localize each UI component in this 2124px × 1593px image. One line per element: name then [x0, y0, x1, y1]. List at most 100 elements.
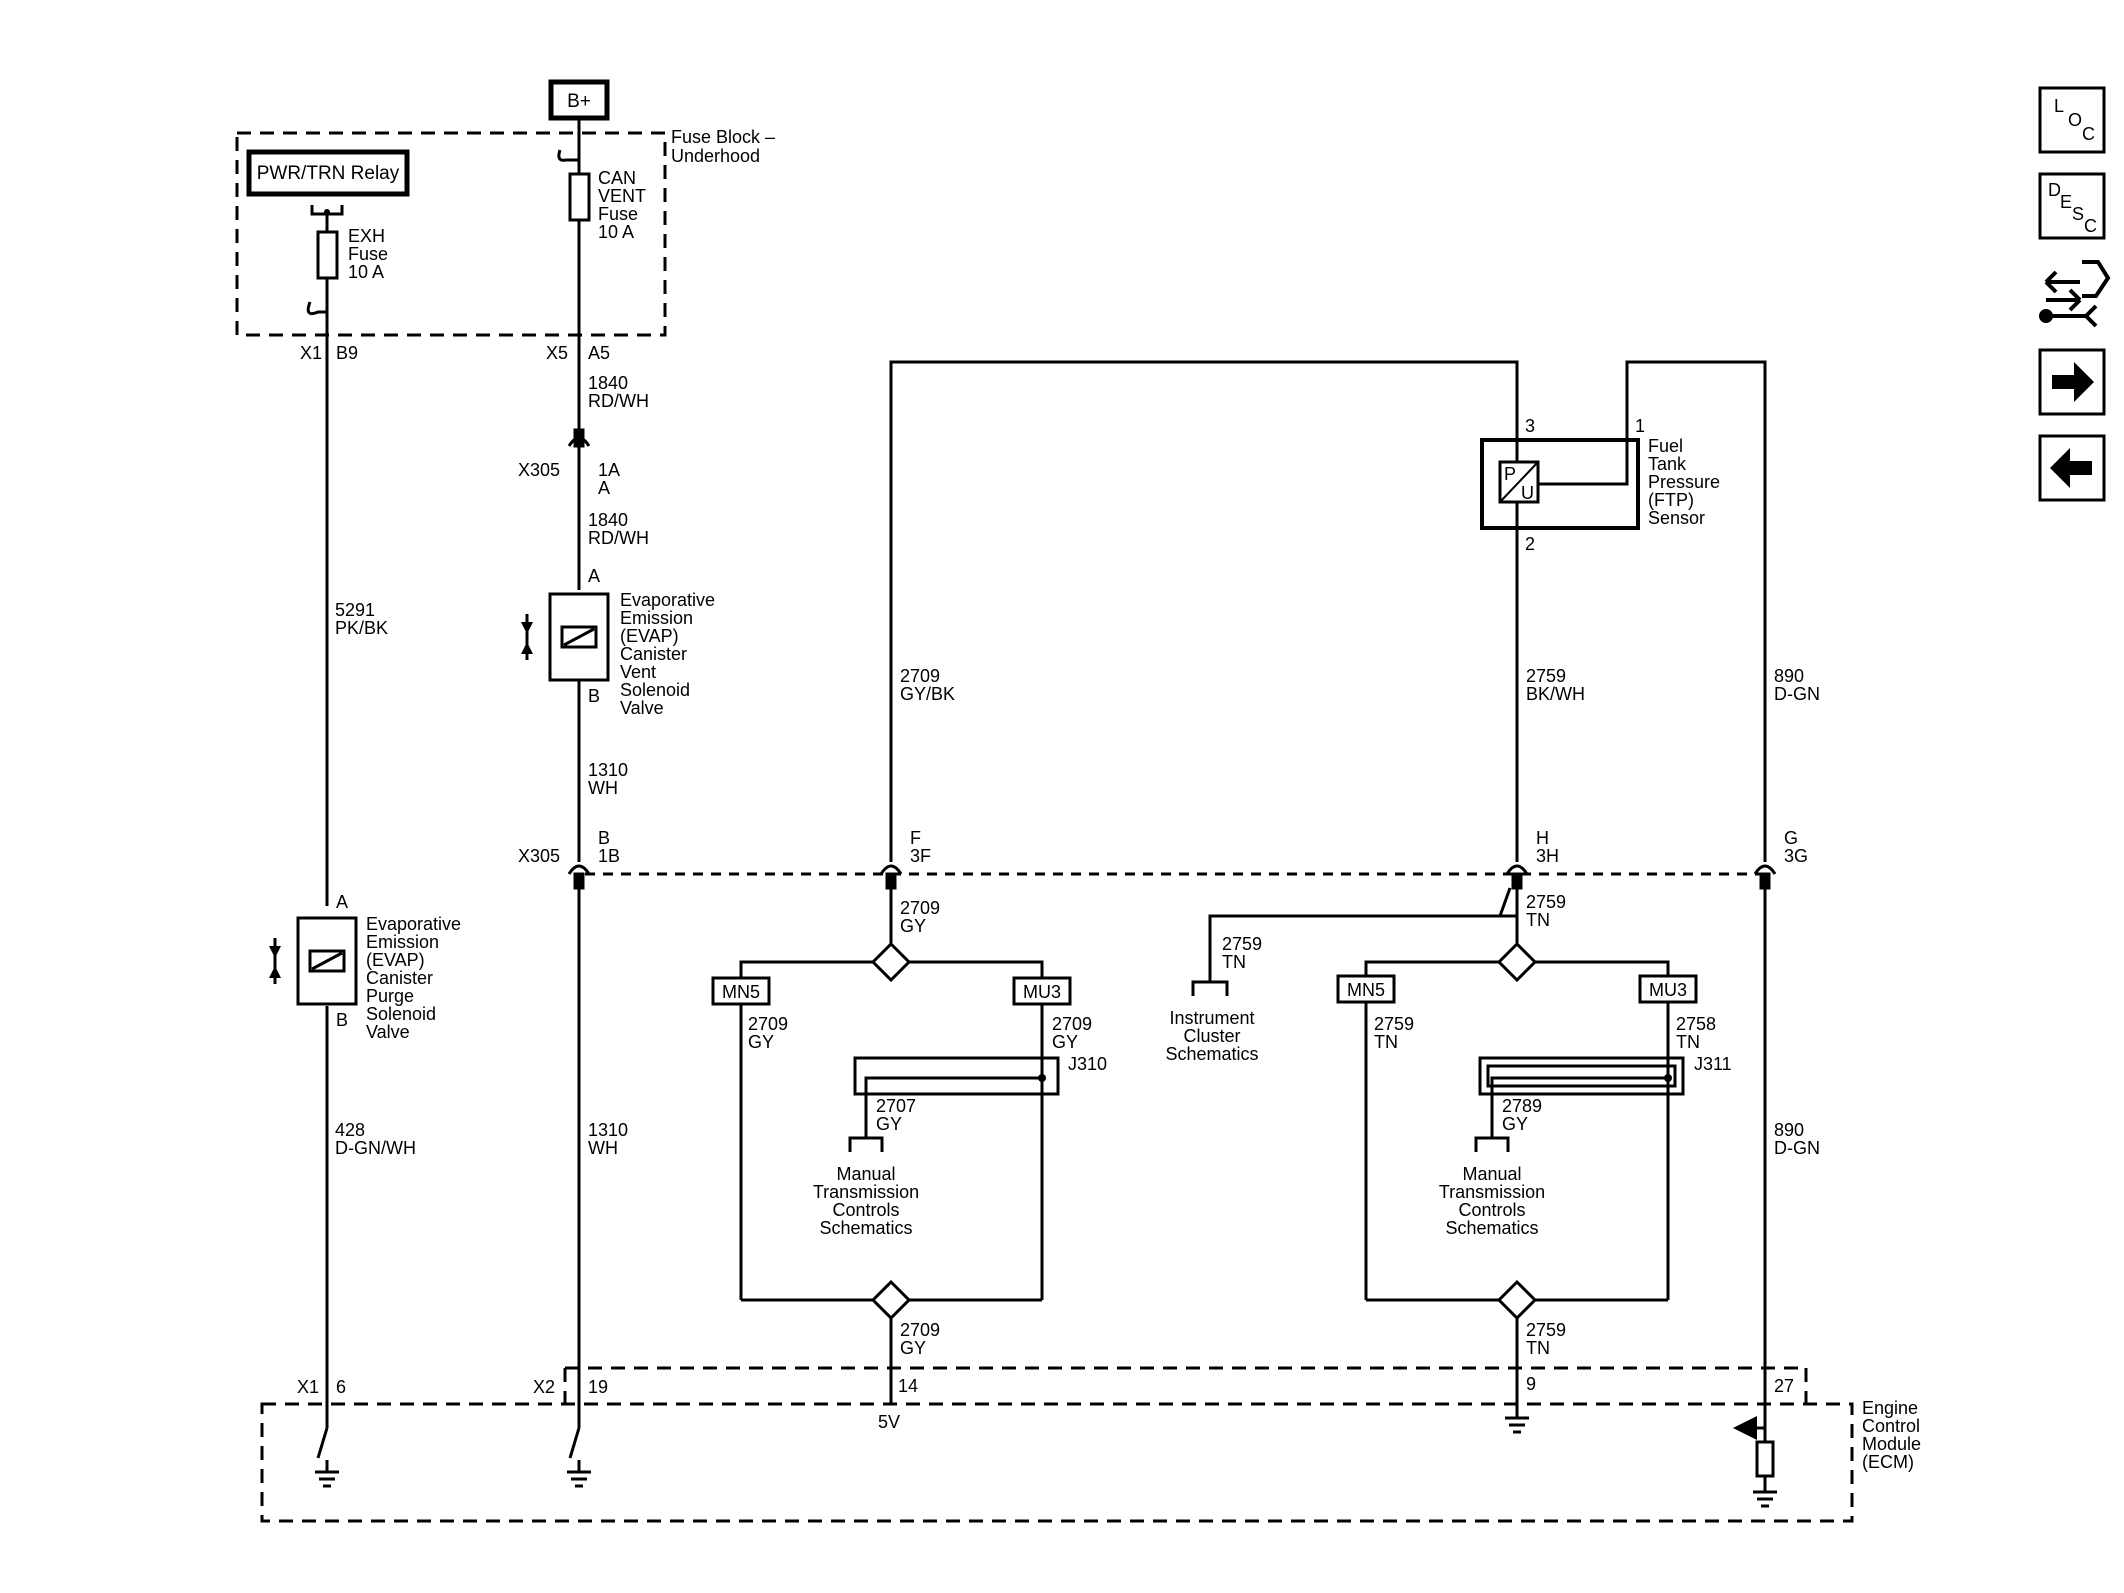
can-vent-fuse-label: CAN VENT Fuse 10 A	[598, 168, 646, 242]
svg-text:2707: 2707	[876, 1096, 916, 1116]
svg-text:Manual: Manual	[1462, 1164, 1521, 1184]
svg-text:2789: 2789	[1502, 1096, 1542, 1116]
svg-text:Valve: Valve	[620, 698, 664, 718]
svg-text:Fuse: Fuse	[598, 204, 638, 224]
svg-text:MN5: MN5	[722, 982, 760, 1002]
svg-text:BK/WH: BK/WH	[1526, 684, 1585, 704]
svg-text:Engine: Engine	[1862, 1398, 1918, 1418]
conn-3f: 3F	[910, 846, 931, 866]
splice-group-2759	[1191, 887, 1670, 1418]
svg-text:1840: 1840	[588, 510, 628, 530]
instrument-cluster-ref: Instrument Cluster Schematics	[1165, 1008, 1258, 1064]
conn-3g: 3G	[1784, 846, 1808, 866]
svg-text:TN: TN	[1526, 910, 1550, 930]
splice-mn5-right: MN5	[1336, 974, 1396, 1004]
manual-trans-left-ref: Manual Transmission Controls Schematics	[813, 1164, 919, 1238]
conn-a5: A5	[588, 343, 610, 363]
svg-text:GY: GY	[876, 1114, 902, 1134]
wire-1310-upper: 1310 WH	[588, 760, 628, 798]
svg-text:890: 890	[1774, 666, 1804, 686]
evap-vent-label: Evaporative Emission (EVAP) Canister Ven…	[620, 590, 715, 718]
ecm-boundary	[260, 1366, 1854, 1523]
j311-jumper	[1474, 1056, 1685, 1152]
fuse-block-boundary	[235, 131, 667, 337]
vent-circuit-wire-lower	[567, 680, 591, 1459]
svg-text:Manual: Manual	[836, 1164, 895, 1184]
svg-text:1840: 1840	[588, 373, 628, 393]
svg-text:TN: TN	[1222, 952, 1246, 972]
bplus-label: B+	[567, 91, 591, 112]
x305-terminals	[879, 864, 1777, 890]
svg-text:Pressure: Pressure	[1648, 472, 1720, 492]
conn-x305-a: X305	[518, 460, 560, 480]
svg-text:5291: 5291	[335, 600, 375, 620]
svg-text:MN5: MN5	[1347, 980, 1385, 1000]
conn-g: G	[1784, 828, 1798, 848]
connector-tools-button[interactable]	[2039, 260, 2111, 328]
conn-x1-bot: X1	[297, 1377, 319, 1397]
svg-text:Evaporative: Evaporative	[366, 914, 461, 934]
ground-symbol	[315, 1460, 339, 1488]
svg-text:(EVAP): (EVAP)	[620, 626, 679, 646]
svg-text:EXH: EXH	[348, 226, 385, 246]
svg-text:L: L	[2054, 96, 2064, 116]
bplus-terminal: B+	[548, 79, 610, 121]
ftp-pin-3: 3	[1525, 416, 1535, 436]
svg-text:Purge: Purge	[366, 986, 414, 1006]
ftp-top-wires	[889, 360, 1767, 862]
svg-text:GY: GY	[900, 916, 926, 936]
ecm-5v-ref: 5V	[878, 1412, 900, 1432]
conn-1a: 1A	[598, 460, 620, 480]
svg-text:C: C	[2084, 216, 2097, 236]
pin-27: 27	[1774, 1376, 1794, 1396]
previous-page-button[interactable]	[2038, 434, 2106, 502]
j310-label: J310	[1068, 1054, 1107, 1074]
splice-mu3-right: MU3	[1638, 974, 1698, 1004]
ftp-sensor-label: Fuel Tank Pressure (FTP) Sensor	[1648, 436, 1720, 528]
svg-text:D-GN: D-GN	[1774, 1138, 1820, 1158]
svg-text:2709: 2709	[748, 1014, 788, 1034]
svg-text:Fuse Block –: Fuse Block –	[671, 127, 775, 147]
svg-text:C: C	[2082, 124, 2095, 144]
wire-2789: 2789 GY	[1502, 1096, 1542, 1134]
wire-2759-ic: 2759 TN	[1222, 934, 1262, 972]
wire-2707: 2707 GY	[876, 1096, 916, 1134]
conn-1b: 1B	[598, 846, 620, 866]
svg-text:GY: GY	[1052, 1032, 1078, 1052]
ground-symbol	[1505, 1416, 1529, 1434]
svg-text:VENT: VENT	[598, 186, 646, 206]
svg-text:10 A: 10 A	[598, 222, 634, 242]
pin-14: 14	[898, 1376, 918, 1396]
svg-text:RD/WH: RD/WH	[588, 528, 649, 548]
description-button[interactable]: D E S C	[2038, 172, 2106, 240]
svg-text:TN: TN	[1374, 1032, 1398, 1052]
exh-fuse-label: EXH Fuse 10 A	[348, 226, 388, 282]
location-button[interactable]: L O C	[2038, 86, 2106, 154]
svg-text:D-GN: D-GN	[1774, 684, 1820, 704]
wire-1840-lower: 1840 RD/WH	[588, 510, 649, 548]
svg-text:D-GN/WH: D-GN/WH	[335, 1138, 416, 1158]
purge-pin-a: A	[336, 892, 348, 912]
svg-text:Controls: Controls	[1458, 1200, 1525, 1220]
svg-text:10 A: 10 A	[348, 262, 384, 282]
svg-text:2709: 2709	[900, 1320, 940, 1340]
svg-text:Control: Control	[1862, 1416, 1920, 1436]
svg-text:2759: 2759	[1222, 934, 1262, 954]
ecm-label: Engine Control Module (ECM)	[1862, 1398, 1921, 1472]
wire-2759-mn5: 2759 TN	[1374, 1014, 1414, 1052]
svg-text:2759: 2759	[1526, 1320, 1566, 1340]
svg-text:(FTP): (FTP)	[1648, 490, 1694, 510]
svg-text:1310: 1310	[588, 760, 628, 780]
svg-text:Module: Module	[1862, 1434, 1921, 1454]
svg-text:Sensor: Sensor	[1648, 508, 1705, 528]
j311-label: J311	[1694, 1054, 1732, 1074]
pwr-trn-relay-box: PWR/TRN Relay	[246, 149, 410, 197]
wire-2759-top: 2759 BK/WH	[1526, 666, 1585, 704]
wire-5291: 5291 PK/BK	[335, 600, 388, 638]
conn-f: F	[910, 828, 921, 848]
svg-text:Underhood: Underhood	[671, 146, 760, 166]
wire-2758-mu3: 2758 TN	[1676, 1014, 1716, 1052]
next-page-button[interactable]	[2038, 348, 2106, 416]
wire-890-top: 890 D-GN	[1774, 666, 1820, 704]
